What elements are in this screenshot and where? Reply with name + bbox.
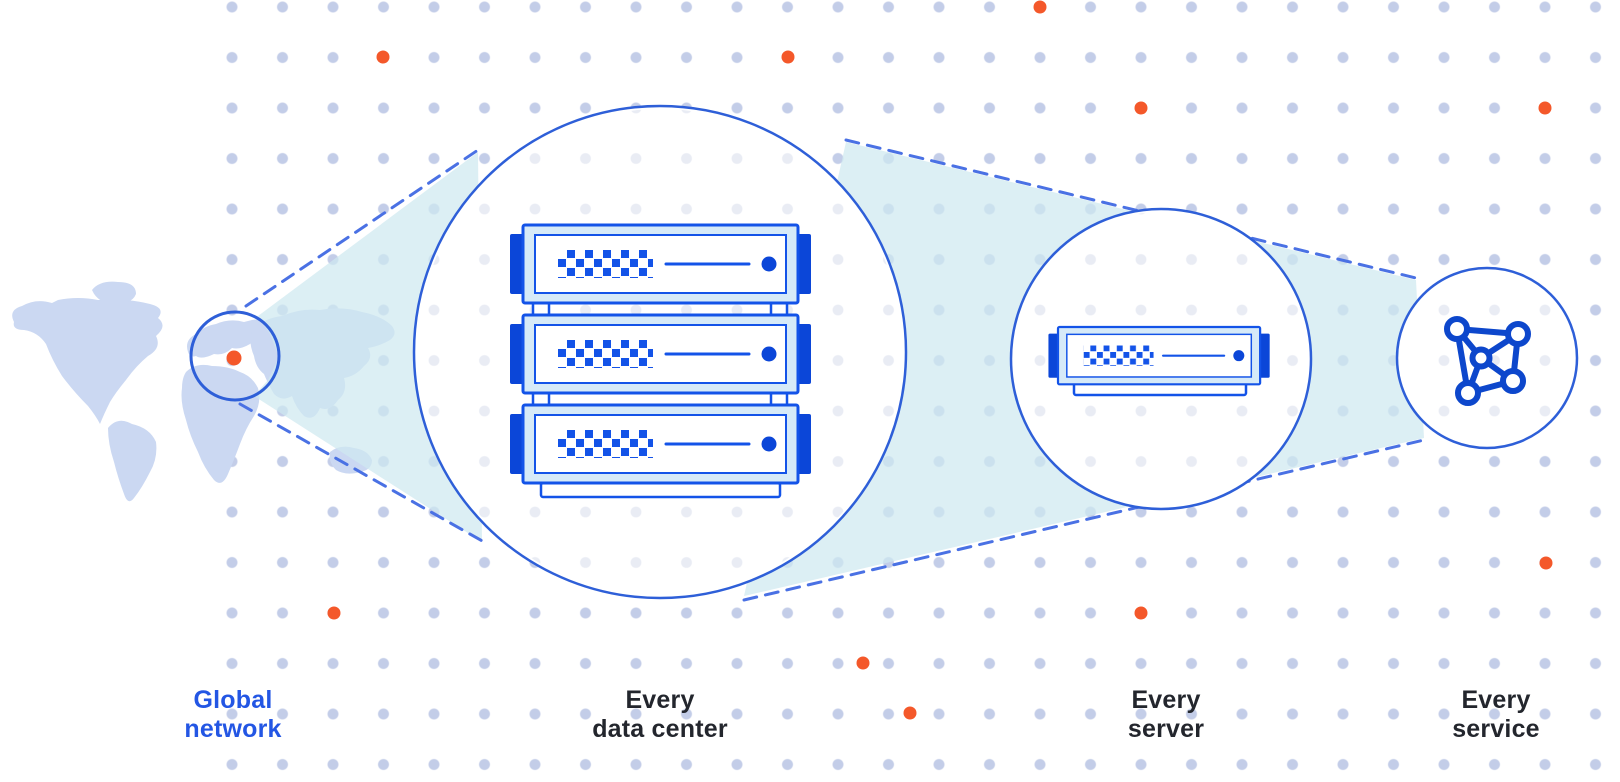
label-line: Every: [625, 686, 695, 714]
accent-dot: [1033, 0, 1047, 14]
accent-dot: [903, 706, 917, 720]
mesh-network-icon: [1444, 316, 1531, 406]
accent-dot: [1134, 101, 1148, 115]
map-highlight: [189, 310, 281, 402]
label-line: service: [1452, 715, 1540, 743]
label-every-service: Every service: [1346, 686, 1620, 744]
server-rack-icon: [508, 223, 813, 499]
accent-dot: [1134, 606, 1148, 620]
accent-dot: [1538, 101, 1552, 115]
accent-dot: [1539, 556, 1553, 570]
label-line: Every: [1131, 686, 1201, 714]
accent-dot: [327, 606, 341, 620]
label-global-network: Global network: [83, 686, 383, 744]
magnifier-circle: [189, 310, 281, 402]
label-line: Global: [193, 686, 273, 714]
server-icon: [1047, 325, 1271, 397]
label-every-server: Every server: [1016, 686, 1316, 744]
label-every-data-center: Every data center: [510, 686, 810, 744]
label-line: data center: [592, 715, 728, 743]
accent-dot: [856, 656, 870, 670]
accent-dot: [376, 50, 390, 64]
label-line: network: [184, 715, 282, 743]
location-marker-icon: [226, 350, 242, 366]
label-line: Every: [1461, 686, 1531, 714]
label-line: server: [1127, 715, 1205, 743]
accent-dot: [781, 50, 795, 64]
